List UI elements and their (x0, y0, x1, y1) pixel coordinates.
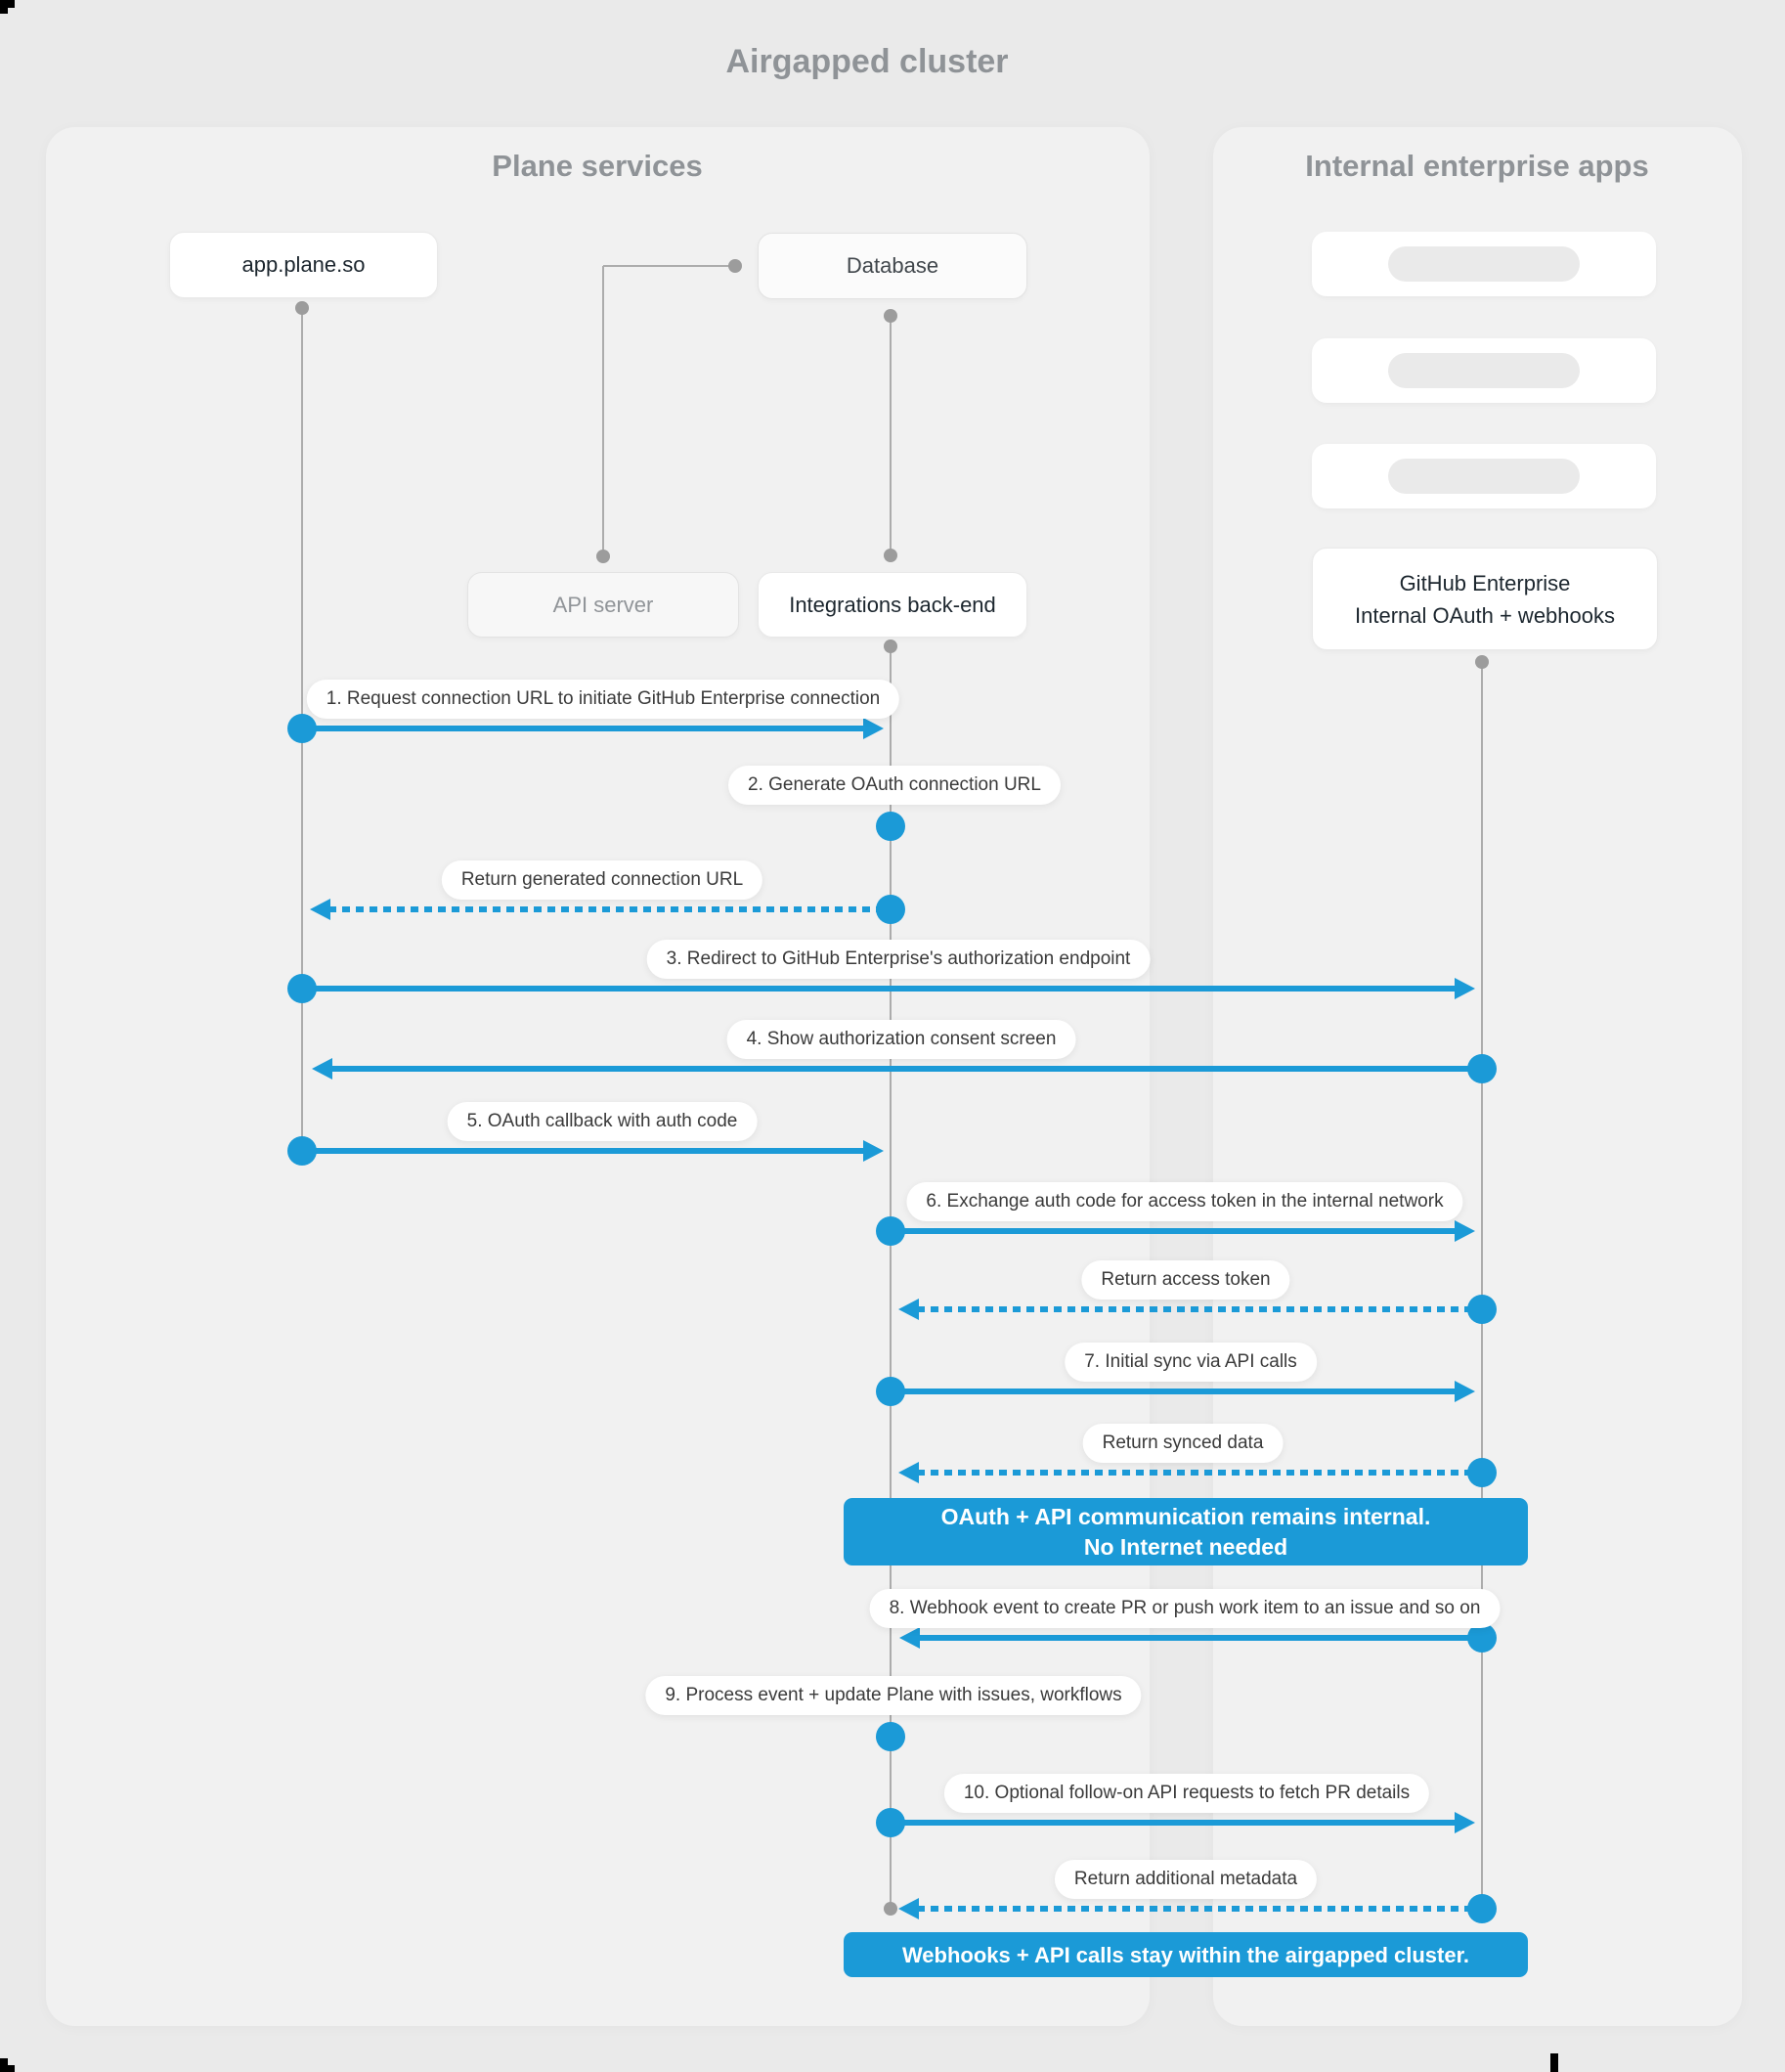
message-5-label: 5. OAuth callback with auth code (447, 1102, 758, 1141)
internal-communication-banner: OAuth + API communication remains intern… (844, 1498, 1528, 1565)
corner-mark-bottom-left (0, 2058, 8, 2065)
message-return-token-arrow (917, 1306, 1482, 1312)
message-9-label: 9. Process event + update Plane with iss… (645, 1676, 1142, 1715)
message-1-source-dot (287, 714, 317, 743)
airgapped-banner-line1: Webhooks + API calls stay within the air… (901, 1942, 1470, 1967)
message-return-metadata-label: Return additional metadata (1054, 1860, 1318, 1899)
message-10-arrow (891, 1820, 1457, 1826)
enterprise-app-placeholder-card (1312, 444, 1656, 508)
placeholder-bar (1388, 459, 1580, 494)
lifeline-database (890, 316, 892, 555)
node-github-enterprise-line1: GitHub Enterprise (1399, 570, 1571, 595)
message-return-synced-arrow (917, 1470, 1482, 1476)
placeholder-bar (1388, 246, 1580, 282)
message-6-arrow (891, 1228, 1457, 1234)
lifeline-dot (1475, 655, 1489, 669)
corner-mark-top-left-2 (0, 8, 8, 14)
message-8-label: 8. Webhook event to create PR or push wo… (869, 1589, 1501, 1628)
message-4-arrow (330, 1066, 1482, 1072)
message-1-label: 1. Request connection URL to initiate Gi… (306, 680, 900, 719)
enterprise-app-placeholder-card (1312, 338, 1656, 403)
message-return-synced-source-dot (1467, 1458, 1497, 1487)
node-database-label: Database (846, 253, 939, 278)
node-app-plane-so-label: app.plane.so (241, 252, 366, 277)
message-return-token-source-dot (1467, 1295, 1497, 1324)
corner-mark-bottom-right (1550, 2053, 1558, 2072)
message-4-source-dot (1467, 1054, 1497, 1083)
message-return-token-label: Return access token (1081, 1260, 1290, 1300)
lifeline-github-enterprise (1481, 662, 1483, 1909)
message-6-label: 6. Exchange auth code for access token i… (906, 1182, 1463, 1221)
message-10-label: 10. Optional follow-on API requests to f… (943, 1774, 1430, 1813)
internal-banner-line1: OAuth + API communication remains intern… (940, 1503, 1431, 1529)
lifeline-integrations-backend (890, 646, 892, 1909)
node-api-server: API server (467, 572, 739, 638)
lifeline-end-dot (884, 1902, 897, 1916)
message-7-arrow (891, 1389, 1457, 1394)
node-integrations-backend-label: Integrations back-end (789, 592, 996, 617)
plane-services-panel (46, 127, 1150, 2026)
message-7-label: 7. Initial sync via API calls (1065, 1343, 1317, 1382)
message-3-source-dot (287, 974, 317, 1003)
lifeline-dot (728, 259, 742, 273)
message-2-label: 2. Generate OAuth connection URL (728, 766, 1061, 805)
placeholder-bar (1388, 353, 1580, 388)
lifeline-dot (884, 549, 897, 562)
node-github-enterprise-line2: Internal OAuth + webhooks (1355, 602, 1615, 628)
message-10-source-dot (876, 1808, 905, 1837)
message-return-url-label: Return generated connection URL (441, 860, 763, 900)
message-8-arrow (918, 1635, 1482, 1641)
node-integrations-backend: Integrations back-end (758, 572, 1027, 638)
lifeline-dot (596, 550, 610, 563)
internal-banner-line2: No Internet needed (1083, 1533, 1288, 1560)
diagram-title: Airgapped cluster (725, 43, 1009, 80)
message-3-label: 3. Redirect to GitHub Enterprise's autho… (646, 940, 1151, 979)
message-return-url-arrow (328, 906, 891, 912)
message-return-url-source-dot (876, 895, 905, 924)
message-7-source-dot (876, 1377, 905, 1406)
lifeline-dot (884, 309, 897, 323)
node-app-plane-so: app.plane.so (169, 232, 438, 298)
corner-mark-top-left (0, 0, 15, 8)
node-github-enterprise: GitHub Enterprise Internal OAuth + webho… (1312, 548, 1658, 650)
message-5-arrow (302, 1148, 865, 1154)
message-return-metadata-arrow (917, 1906, 1482, 1912)
message-return-synced-label: Return synced data (1082, 1424, 1284, 1463)
message-8-source-dot (1467, 1623, 1497, 1653)
node-api-server-label: API server (552, 592, 654, 617)
lifeline-dot (884, 639, 897, 653)
message-9-dot (876, 1722, 905, 1751)
message-5-source-dot (287, 1136, 317, 1166)
connector-api-server-horizontal (603, 265, 735, 267)
enterprise-app-placeholder-card (1312, 232, 1656, 296)
message-return-metadata-source-dot (1467, 1894, 1497, 1923)
message-4-label: 4. Show authorization consent screen (726, 1020, 1076, 1059)
message-3-arrow (302, 986, 1457, 992)
internal-enterprise-apps-title: Internal enterprise apps (1305, 149, 1649, 183)
message-2-dot (876, 812, 905, 841)
corner-mark-bottom-left-2 (0, 2065, 15, 2072)
plane-services-title: Plane services (492, 149, 703, 183)
lifeline-dot (295, 301, 309, 315)
node-database: Database (758, 233, 1027, 299)
message-6-source-dot (876, 1216, 905, 1246)
airgapped-banner: Webhooks + API calls stay within the air… (844, 1932, 1528, 1977)
message-1-arrow (302, 726, 865, 731)
connector-api-server-vertical (602, 266, 604, 556)
